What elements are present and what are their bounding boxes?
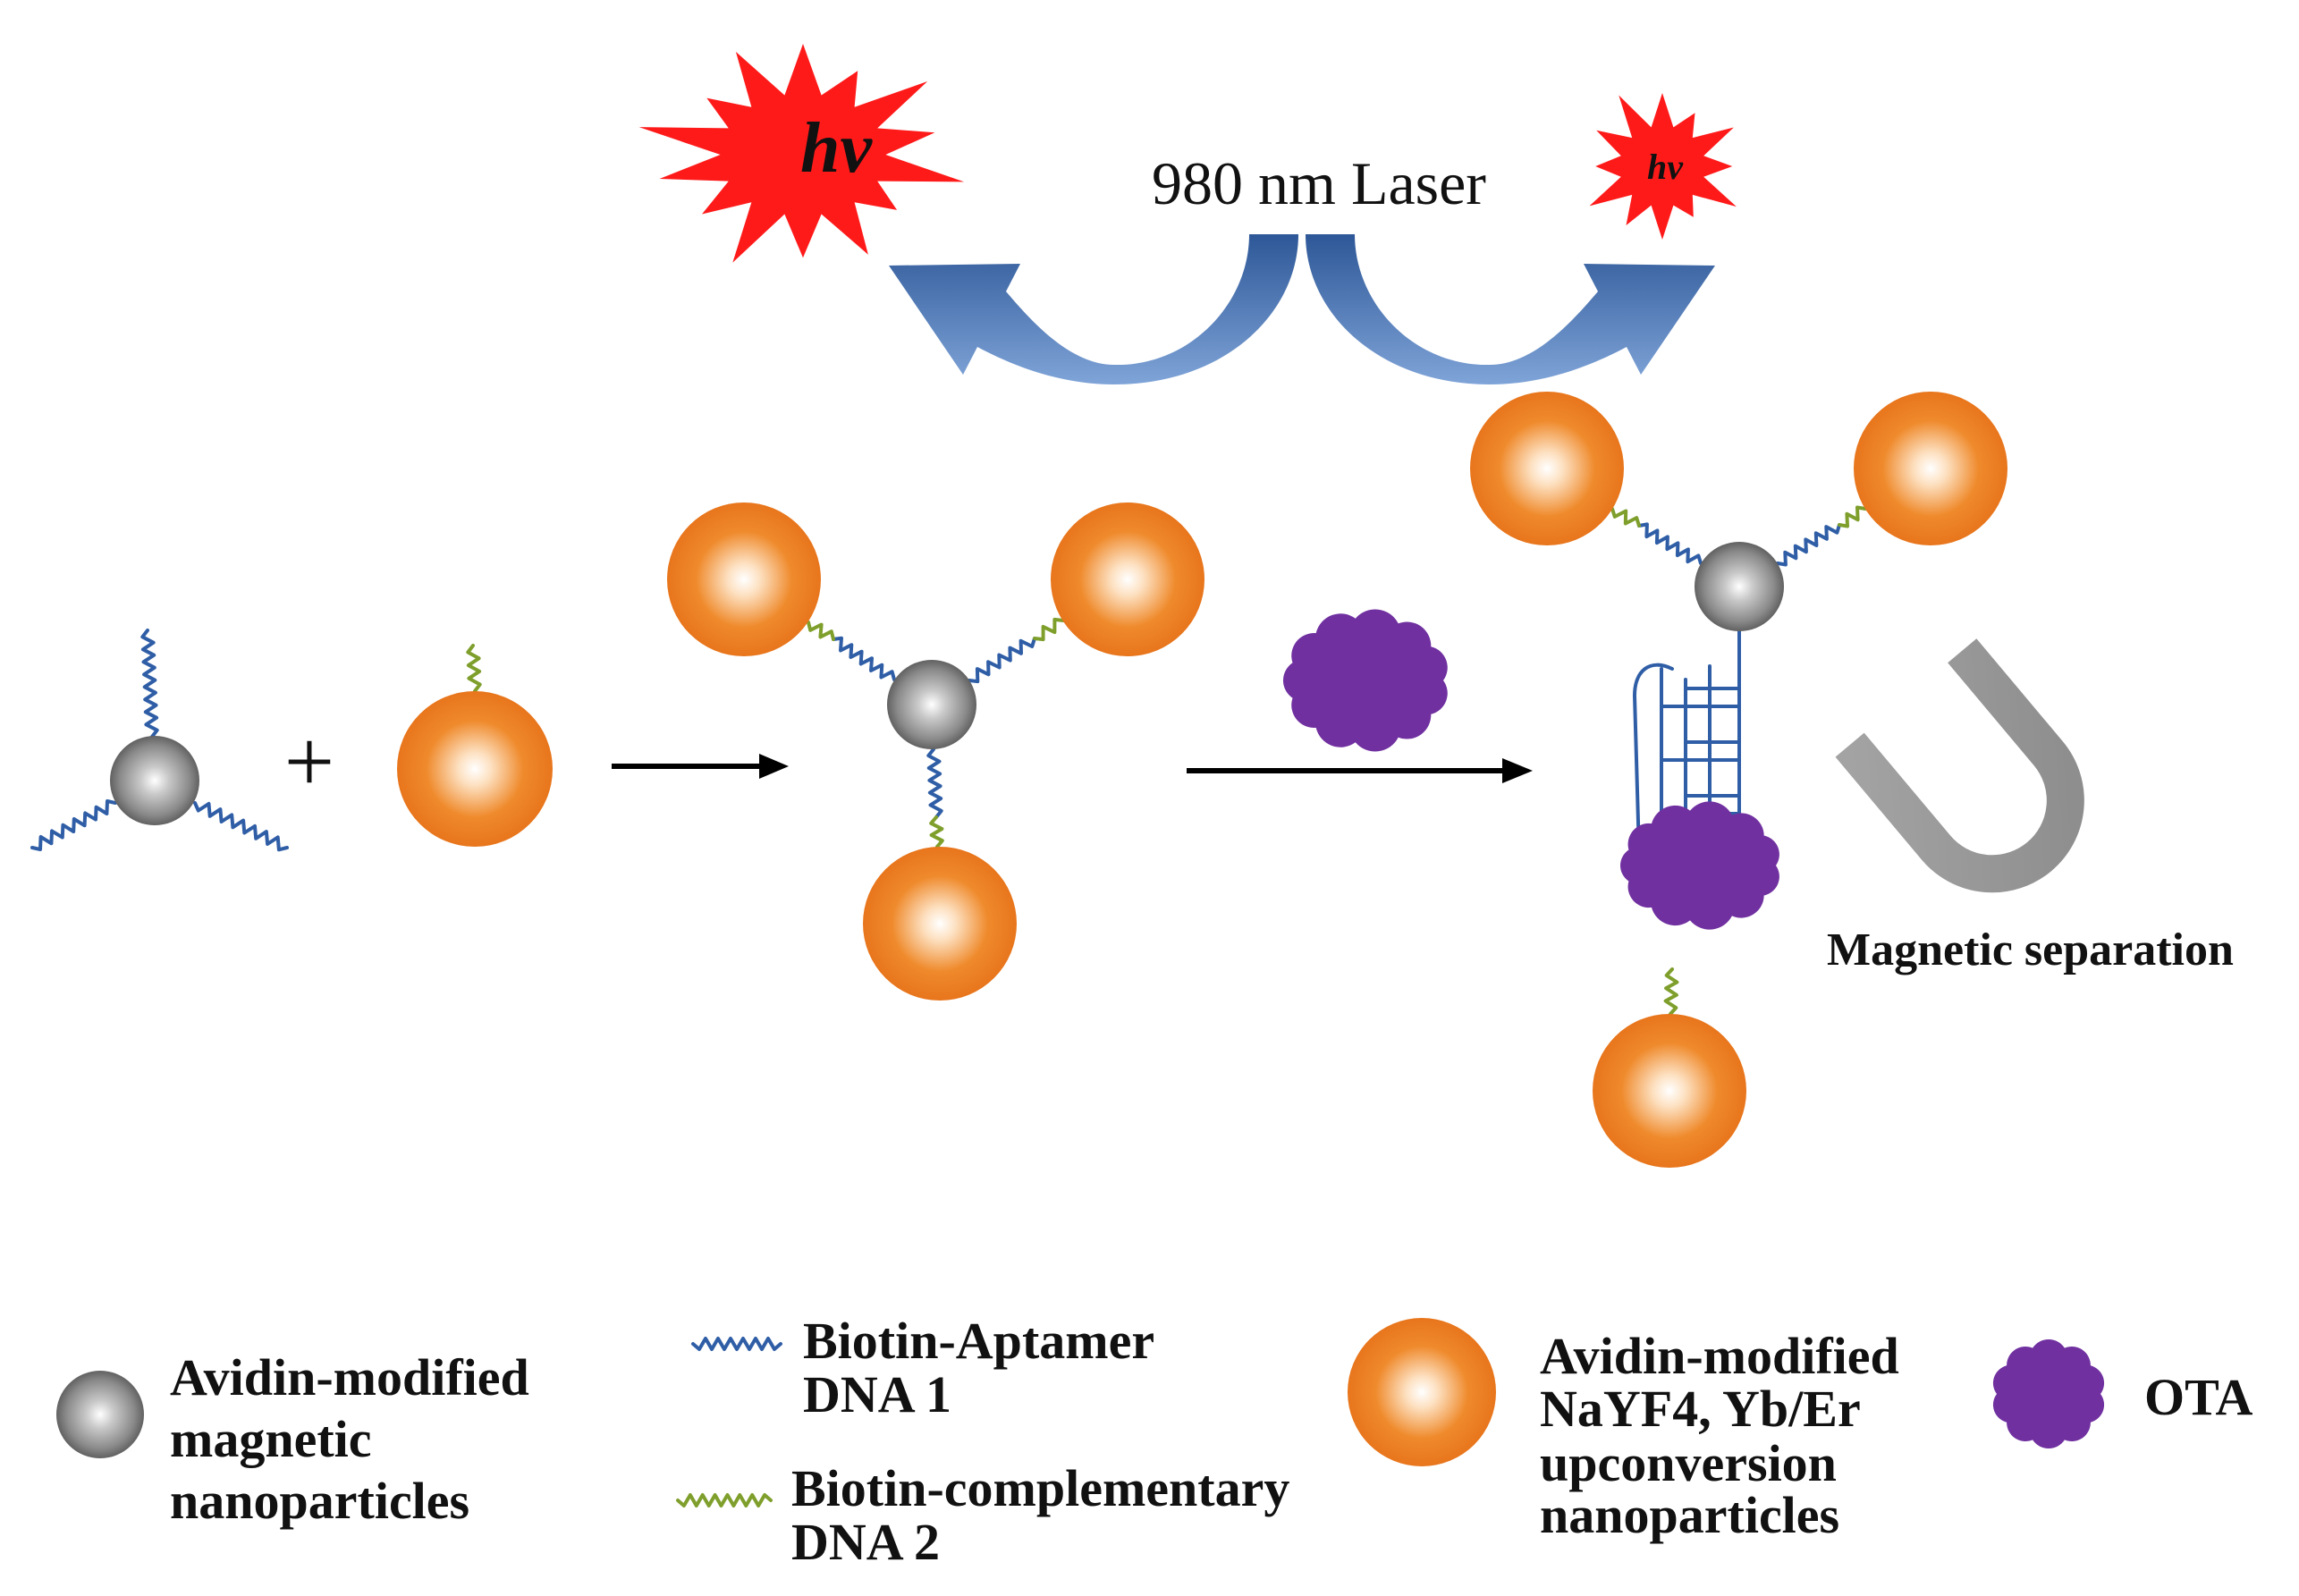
reaction-arrow-1 (612, 754, 789, 779)
aptamer-strand (140, 629, 159, 739)
arrow-head (759, 754, 789, 779)
photon-label-large: hv (800, 109, 873, 188)
aptamer-strand (1776, 523, 1841, 567)
reaction-arrow-2 (1187, 758, 1533, 783)
magnetic-separation-label: Magnetic separation (1827, 925, 2234, 975)
legend-text: DNA 2 (791, 1513, 940, 1571)
legend-text: DNA 1 (803, 1365, 951, 1423)
magnet: Magnetic separation (1827, 638, 2234, 975)
legend-text: Biotin-complementary (791, 1459, 1289, 1517)
legend-text: NaYF4, Yb/Er (1540, 1380, 1861, 1438)
aptamer-strand (30, 799, 117, 851)
upconversion-nanoparticle (1593, 1014, 1746, 1168)
complementary-strand (1610, 507, 1641, 528)
complementary-strand (1663, 967, 1679, 1016)
complementary-strand (1033, 617, 1065, 642)
legend-upconversion-nanoparticles: Avidin-modified NaYF4, Yb/Er upconversio… (1348, 1318, 1899, 1544)
aptamer-strand (1637, 522, 1703, 565)
upconversion-nanoparticle (1854, 392, 2007, 545)
right-curved-arrow (1306, 234, 1715, 384)
legend-ota-swatch (1992, 1339, 2105, 1448)
emission-top: hv hv 980 nm Laser (638, 44, 1737, 384)
plus-sign: + (284, 712, 334, 811)
ota-bound-complex (1470, 392, 2007, 930)
legend-text: Avidin-modified (1540, 1327, 1899, 1385)
legend-upconversion-nanoparticle-swatch (1348, 1318, 1496, 1466)
legend-ota: OTA (1992, 1339, 2253, 1448)
legend-text: nanoparticles (170, 1472, 469, 1530)
left-curved-arrow (889, 234, 1298, 384)
aptamer-loop (1632, 663, 1674, 887)
photon-label-small: hv (1647, 147, 1684, 187)
legend-text: nanoparticles (1540, 1486, 1839, 1544)
upconversion-nanoparticle (397, 691, 553, 847)
magnetic-nanoparticle (110, 736, 199, 825)
complementary-strand (929, 815, 944, 849)
legend-text: magnetic (170, 1410, 372, 1468)
photon-burst-small (1589, 93, 1737, 240)
ota-molecule-bound (1620, 801, 1779, 930)
aptamer-strand (193, 801, 289, 852)
upconversion-nanoparticle (863, 847, 1017, 1001)
released-upconversion-nanoparticle (1593, 967, 1746, 1168)
magnetic-nanoparticle (887, 660, 976, 749)
arrow-head (1502, 758, 1533, 783)
legend-complementary-dna: Biotin-complementary DNA 2 (676, 1459, 1289, 1571)
magnetic-nanoparticle-with-aptamers (30, 629, 289, 852)
legend-aptamer-dna: Biotin-Aptamer DNA 1 (691, 1312, 1154, 1423)
upconversion-nanoparticle (1470, 392, 1624, 545)
legend-magnetic-nanoparticle-swatch (56, 1371, 144, 1458)
laser-label: 980 nm Laser (1152, 149, 1486, 217)
upconversion-nanoparticle (667, 502, 821, 656)
aptamer-strand (926, 747, 943, 819)
legend-aptamer-strand-swatch (691, 1337, 782, 1351)
legend-complementary-strand-swatch (676, 1493, 773, 1507)
ota-molecule (1282, 609, 1448, 752)
complementary-strand (1838, 505, 1867, 528)
magnetic-nanoparticle (1695, 542, 1784, 631)
legend: Avidin-modified magnetic nanoparticles B… (56, 1312, 2253, 1571)
upconversion-nanoparticle-with-complementary-dna (397, 644, 553, 847)
complementary-strand (807, 621, 835, 641)
legend-magnetic-nanoparticles: Avidin-modified magnetic nanoparticles (56, 1348, 529, 1530)
aptamer-strand (832, 636, 896, 681)
magnet-icon (1835, 638, 2084, 893)
hybridized-complex (667, 502, 1204, 1001)
legend-text: upconversion (1540, 1434, 1837, 1492)
legend-text: Biotin-Aptamer (803, 1312, 1154, 1370)
legend-text: Avidin-modified (170, 1348, 529, 1406)
aptamer-strand (968, 637, 1036, 684)
photon-burst-large (638, 44, 965, 263)
complementary-strand (466, 644, 482, 693)
legend-text: OTA (2144, 1368, 2253, 1426)
upconversion-nanoparticle (1051, 502, 1204, 656)
